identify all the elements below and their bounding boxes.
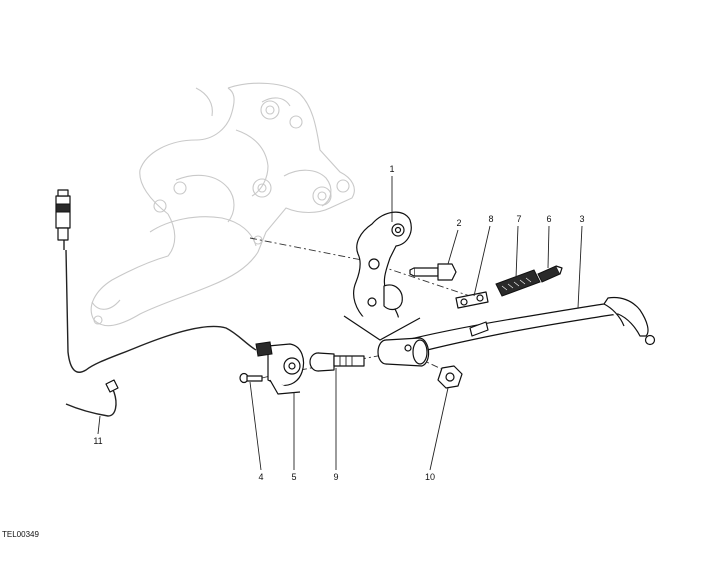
bracket-bolt — [409, 263, 457, 281]
side-stand-bracket — [343, 211, 421, 341]
switch-screw — [239, 372, 263, 384]
callout-2: 2 — [456, 218, 461, 228]
pivot-bolt — [309, 352, 365, 372]
callout-4: 4 — [258, 472, 263, 482]
callout-9: 9 — [333, 472, 338, 482]
stand-pivot-bushing — [377, 337, 430, 367]
callout-7: 7 — [516, 214, 521, 224]
spring-plate — [455, 291, 489, 309]
side-stand-switch — [255, 341, 305, 395]
switch-cable — [55, 189, 257, 373]
callout-labels: 1 2 8 7 6 3 4 5 9 10 11 — [93, 164, 584, 482]
cable-tie — [65, 379, 119, 417]
callout-11: 11 — [93, 436, 102, 446]
callout-6: 6 — [546, 214, 551, 224]
engine-frame-ghost-outline — [90, 82, 355, 327]
side-stand-leg — [397, 296, 656, 357]
callout-10: 10 — [425, 472, 435, 482]
stand-spring — [495, 269, 541, 297]
auxiliary-spring — [537, 265, 563, 283]
drawing-reference-code: TEL00349 — [2, 530, 39, 539]
callout-leaders — [97, 176, 583, 471]
pivot-nut — [437, 365, 463, 389]
callout-1: 1 — [389, 164, 394, 174]
callout-5: 5 — [291, 472, 296, 482]
callout-8: 8 — [488, 214, 493, 224]
callout-3: 3 — [579, 214, 584, 224]
